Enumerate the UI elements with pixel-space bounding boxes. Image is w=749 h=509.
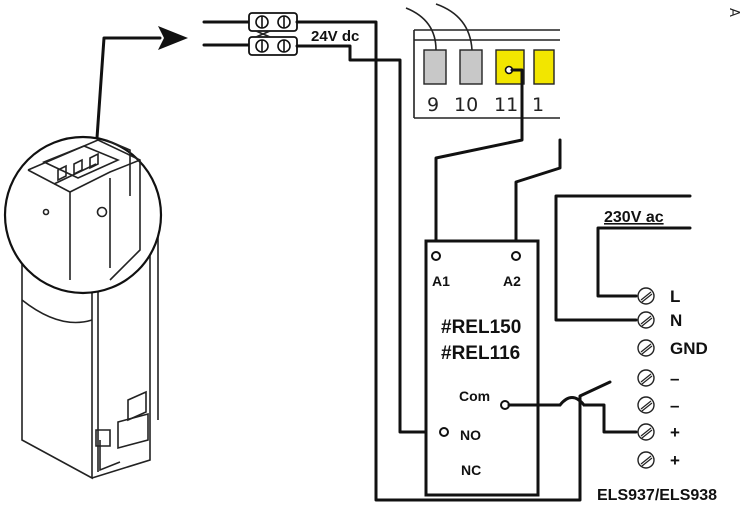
device-terminal-2: GND [637,339,708,358]
mains-input: 230V ac [554,194,692,322]
terminal-12 [533,49,555,85]
device-terminal-0: L [637,287,680,306]
terminal-10 [459,49,483,85]
relay-box: A1 A2 #REL150 #REL116 Com NO NC [424,239,540,497]
terminal-block-bottom [248,36,298,56]
supply-voltage-label: 24V dc [311,28,359,45]
relay-a1-terminal [431,251,441,261]
terminal-9 [423,49,447,85]
corner-mark: A [726,8,741,17]
mains-voltage-label: 230V ac [604,209,664,226]
relay-a1-label: A1 [432,273,450,289]
terminal-number-9: 9 [427,94,439,116]
device-pin-label: L [670,287,680,306]
controller-terminal-strip: 9 10 11 1 [405,3,562,254]
terminal-block-top [248,12,298,32]
device-pin-label: – [670,396,679,415]
magnifier-callout [3,26,188,295]
relay-a2-terminal [511,251,521,261]
device-pin-label: N [670,311,682,330]
device-terminal-1: N [637,311,682,330]
device-pin-label: GND [670,339,708,358]
device-pin-label: – [670,369,679,388]
device-terminal-4: – [637,396,679,415]
terminal-number-10: 10 [454,94,478,116]
relay-no-label: NO [460,427,481,443]
relay-nc-label: NC [461,462,481,478]
terminal-number-11: 11 [494,94,518,116]
device-pin-label: + [670,451,680,470]
device-terminals: LN GND – – + + [637,287,708,470]
device-terminal-6: + [637,451,680,470]
relay-model-2: #REL116 [441,343,520,364]
terminal-number-12: 1 [532,94,544,116]
relay-model-1: #REL150 [441,317,521,338]
device-pin-label: + [670,423,680,442]
arrow-head-icon [158,26,188,50]
device-terminal-5: + [637,423,680,442]
device-model-label: ELS937/ELS938 [597,487,717,504]
supply-input: 24V dc [202,12,612,502]
relay-a2-label: A2 [503,273,521,289]
relay-no-terminal [439,427,449,437]
device-terminal-3: – [637,369,679,388]
relay-com-label: Com [459,388,490,404]
